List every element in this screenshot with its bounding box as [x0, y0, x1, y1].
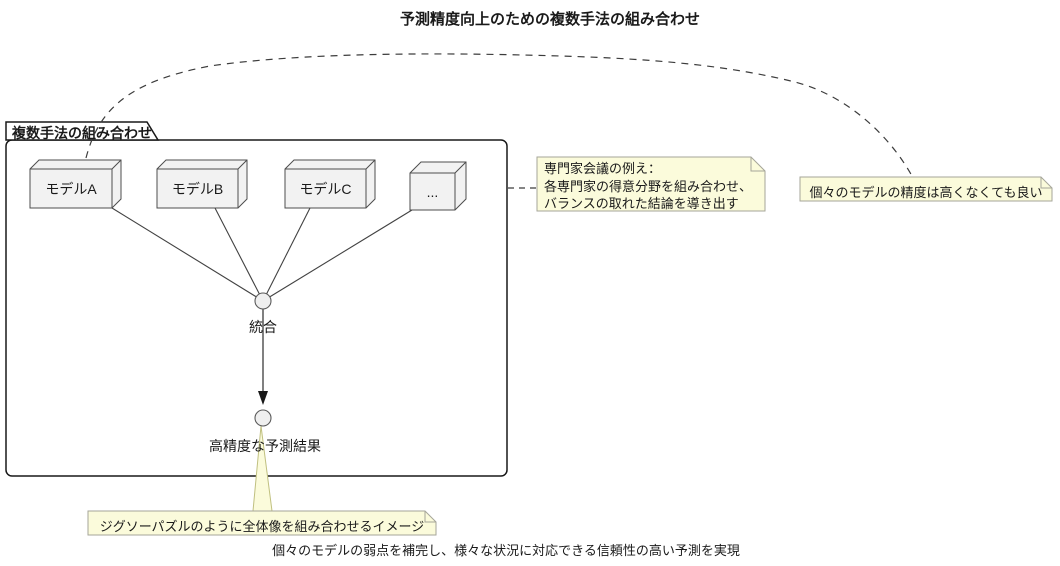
- result-label: 高精度な予測結果: [209, 438, 321, 454]
- edge-model-b: [214, 207, 264, 302]
- edge-model-c: [262, 207, 311, 302]
- merge-label: 統合: [249, 319, 277, 335]
- node-model-c-shape: [284, 159, 376, 209]
- merge-circle: [254, 292, 272, 310]
- node-model-dots-label: ...: [426, 183, 439, 200]
- accuracy-note-shape: [799, 176, 1053, 202]
- arrowhead: [258, 391, 268, 405]
- edge-model-a: [111, 207, 264, 302]
- diagram-title: 予測精度向上のための複数手法の組み合わせ: [399, 11, 700, 28]
- edge-model-dots: [262, 209, 413, 302]
- jigsaw-note-shape: [87, 510, 437, 536]
- expert-note-line1: 専門家会議の例え：: [544, 161, 662, 176]
- node-model-a-label: モデルA: [45, 180, 97, 197]
- expert-note-line3: バランスの取れた結論を導き出す: [544, 196, 739, 211]
- expert-note-text: 専門家会議の例え： 各専門家の得意分野を組み合わせ、 バランスの取れた結論を導き…: [544, 160, 752, 213]
- package-tab: [5, 121, 160, 141]
- node-model-b-shape: [156, 159, 248, 209]
- node-model-dots-shape: [409, 161, 467, 211]
- expert-note-shape: [536, 156, 766, 212]
- expert-note-line2: 各専門家の得意分野を組み合わせ、: [544, 178, 753, 194]
- diagram-caption: 個々のモデルの弱点を補完し、様々な状況に対応できる信頼性の高い予測を実現: [272, 543, 740, 558]
- node-model-a-shape: [29, 159, 122, 209]
- node-model-b-label: モデルB: [171, 180, 224, 197]
- package-label: 複数手法の組み合わせ: [12, 125, 152, 141]
- jigsaw-note-text: ジグソーパズルのように全体像を組み合わせるイメージ: [99, 519, 425, 534]
- dashed-curve-link: [85, 53, 913, 177]
- result-circle: [254, 409, 272, 427]
- node-model-c-label: モデルC: [299, 180, 352, 197]
- accuracy-note-text: 個々のモデルの精度は高くなくても良い: [809, 185, 1043, 200]
